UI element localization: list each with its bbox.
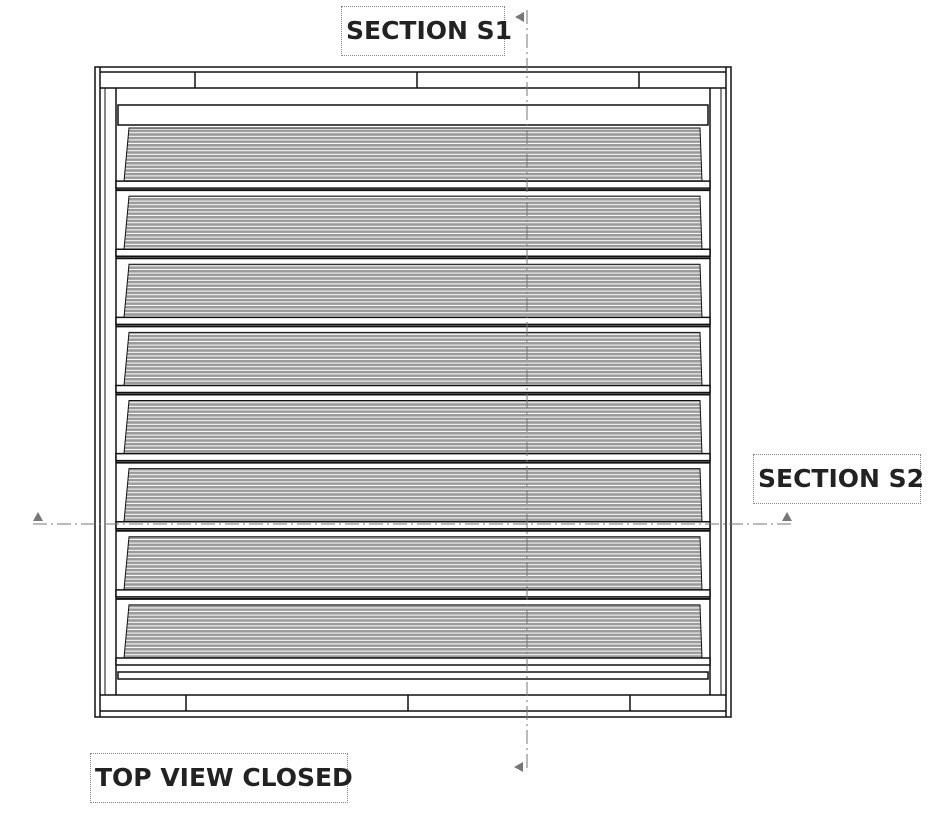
blade-surface (123, 127, 703, 182)
blade-edge (115, 521, 711, 530)
louver-blade (115, 331, 711, 396)
view-title: TOP VIEW CLOSED (90, 753, 353, 803)
louver-blade (115, 468, 711, 532)
blade-surface (123, 400, 703, 455)
blade-edge (115, 384, 711, 394)
louver-blade (115, 400, 711, 464)
section-arrow-icon (515, 12, 524, 22)
blade-edge (115, 248, 711, 257)
blade-edge (115, 452, 711, 462)
section-arrow-icon (782, 512, 792, 521)
louver-blade (115, 536, 711, 600)
blade-surface (123, 536, 703, 591)
section-lines (33, 10, 795, 772)
louver-blade (115, 195, 711, 260)
louver-blades (115, 127, 711, 666)
blade-surface (123, 263, 703, 318)
blade-edge (115, 316, 711, 326)
louver-blade (115, 127, 711, 192)
blade-edge (115, 180, 711, 189)
blade-edge (115, 589, 711, 598)
section-arrow-icon (514, 762, 523, 772)
blade-edge (115, 657, 711, 666)
blade-surface (123, 604, 703, 659)
louver-blade (115, 604, 711, 666)
section-s2-label: SECTION S2 (753, 454, 924, 504)
blade-surface (123, 331, 703, 386)
louver-blade (115, 263, 711, 328)
section-arrow-icon (33, 512, 43, 521)
blade-surface (123, 468, 703, 523)
blade-surface (123, 195, 703, 250)
section-s1-label: SECTION S1 (341, 6, 512, 56)
